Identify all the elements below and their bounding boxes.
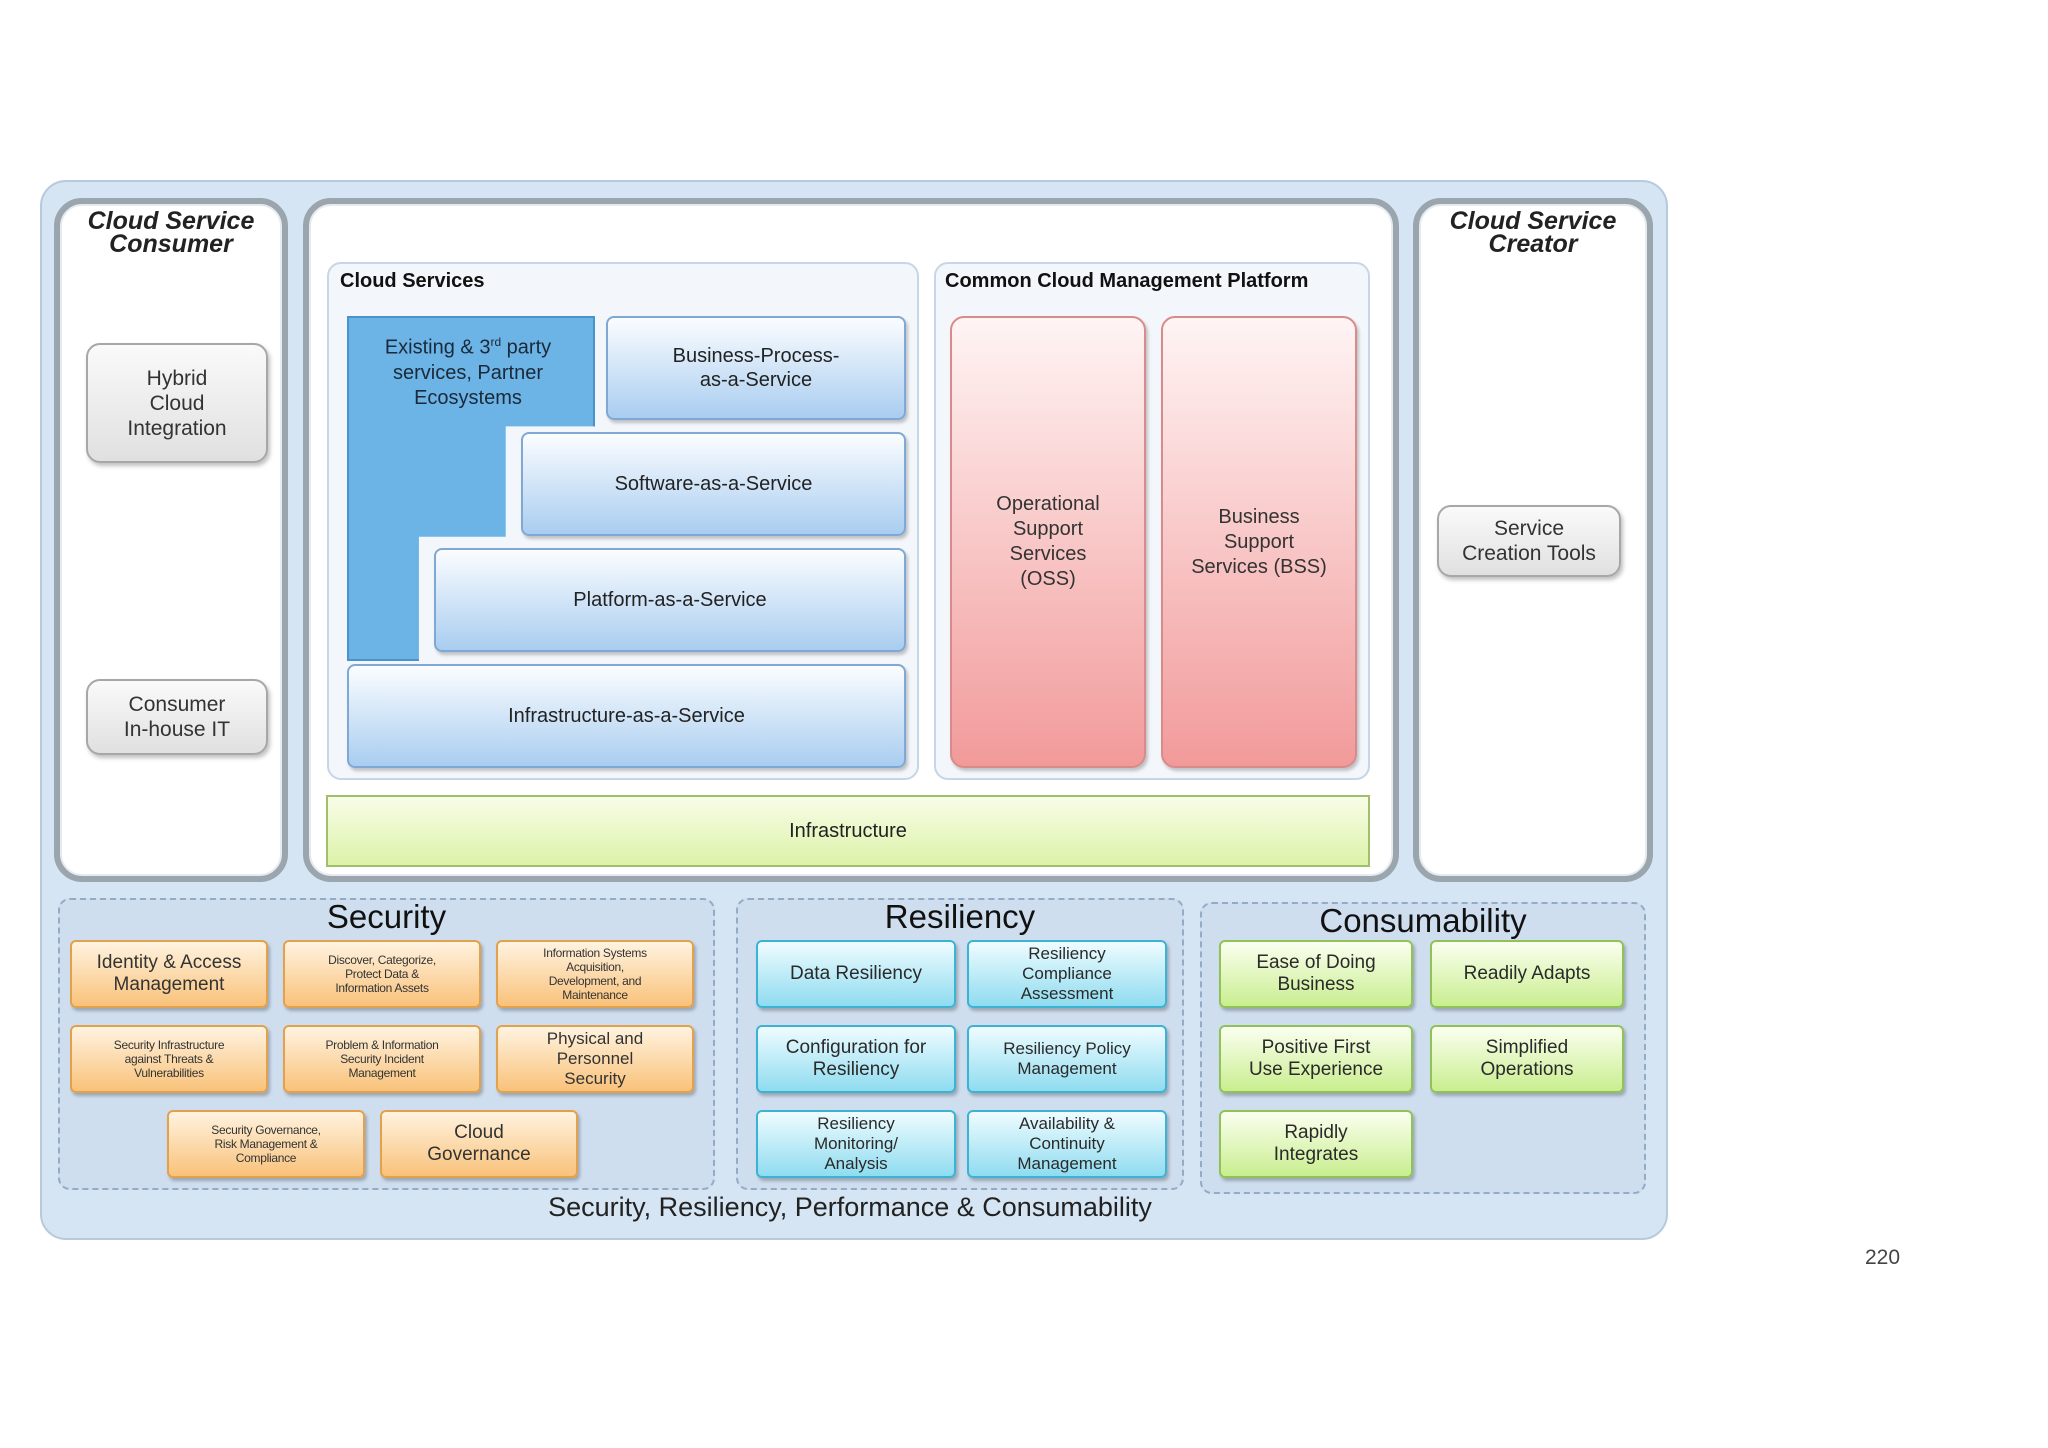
cloud-services-title: Cloud Services [340, 270, 485, 292]
creator-title: Cloud Service Creator [1449, 207, 1617, 258]
security-item: Security Infrastructure against Threats … [70, 1025, 268, 1093]
resiliency-item: Resiliency Policy Management [967, 1025, 1167, 1093]
bss-box: Business Support Services (BSS) [1161, 316, 1357, 768]
security-title: Security [326, 898, 447, 935]
security-item: Discover, Categorize, Protect Data & Inf… [283, 940, 481, 1008]
security-item: Problem & Information Security Incident … [283, 1025, 481, 1093]
security-item: Cloud Governance [380, 1110, 578, 1178]
security-item: Information Systems Acquisition, Develop… [496, 940, 694, 1008]
resiliency-item: Availability & Continuity Management [967, 1110, 1167, 1178]
security-item: Physical and Personnel Security [496, 1025, 694, 1093]
resiliency-item: Data Resiliency [756, 940, 956, 1008]
resiliency-item: Resiliency Monitoring/ Analysis [756, 1110, 956, 1178]
security-item: Security Governance, Risk Management & C… [167, 1110, 365, 1178]
paas-box: Platform-as-a-Service [434, 548, 906, 652]
consumer-title: Cloud Service Consumer [87, 207, 255, 258]
bpaas-box: Business-Process- as-a-Service [606, 316, 906, 420]
consumability-item: Rapidly Integrates [1219, 1110, 1413, 1178]
resiliency-title: Resiliency [884, 898, 1036, 935]
service-creation-tools: Service Creation Tools [1437, 505, 1621, 577]
existing-services-label: Existing & 3rd party services, Partner E… [384, 335, 552, 409]
consumability-item: Ease of Doing Business [1219, 940, 1413, 1008]
consumability-item: Readily Adapts [1430, 940, 1624, 1008]
consumability-item: Simplified Operations [1430, 1025, 1624, 1093]
hybrid-cloud-integration: Hybrid Cloud Integration [86, 343, 268, 463]
oss-box: Operational Support Services (OSS) [950, 316, 1146, 768]
cmp-title: Common Cloud Management Platform [945, 270, 1309, 292]
consumability-item: Positive First Use Experience [1219, 1025, 1413, 1093]
resiliency-item: Configuration for Resiliency [756, 1025, 956, 1093]
page-number: 220 [1865, 1246, 1901, 1269]
consumability-title: Consumability [1319, 902, 1527, 939]
consumer-panel [54, 198, 288, 882]
security-item: Identity & Access Management [70, 940, 268, 1008]
consumer-inhouse-it: Consumer In-house IT [86, 679, 268, 755]
footer-caption: Security, Resiliency, Performance & Cons… [548, 1192, 1152, 1222]
iaas-box: Infrastructure-as-a-Service [347, 664, 906, 768]
infrastructure-bar: Infrastructure [326, 795, 1370, 867]
saas-box: Software-as-a-Service [521, 432, 906, 536]
resiliency-item: Resiliency Compliance Assessment [967, 940, 1167, 1008]
